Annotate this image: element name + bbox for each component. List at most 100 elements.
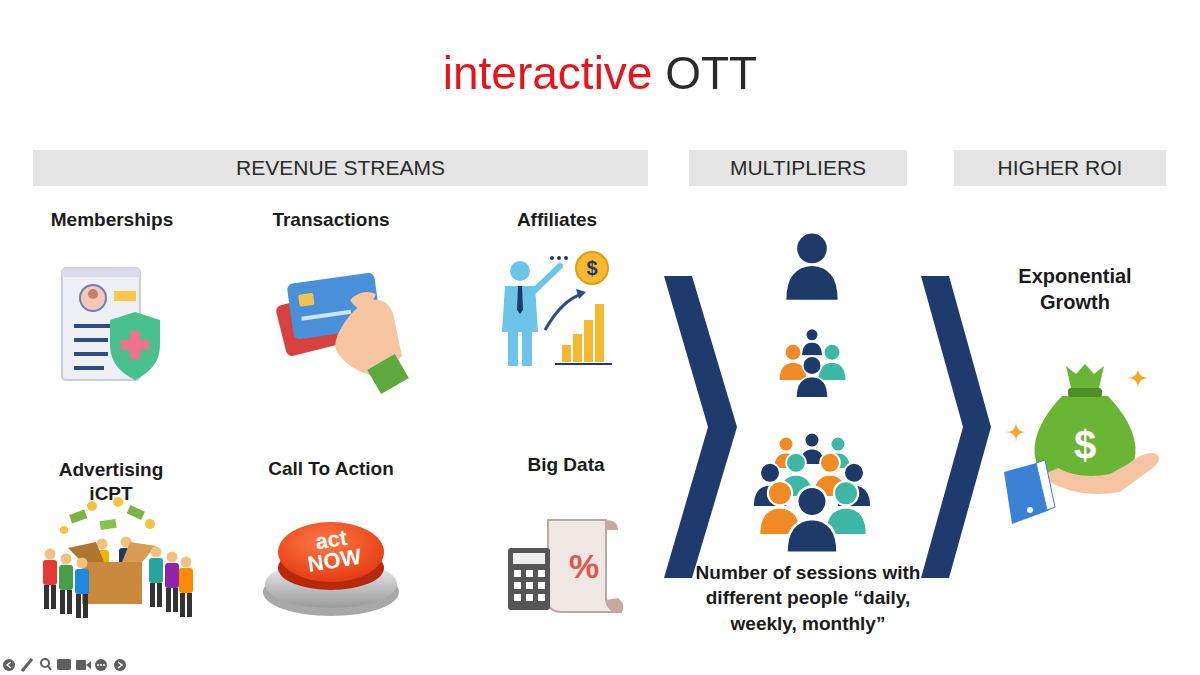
person-figure — [43, 549, 57, 610]
text-line — [74, 324, 114, 328]
card-digits — [301, 310, 351, 321]
calculator-key — [538, 594, 545, 601]
single-person-icon — [786, 234, 837, 300]
outcome-label: Exponential Growth — [990, 263, 1160, 315]
toolbar-camera — [86, 661, 91, 669]
toolbar-button — [3, 659, 15, 671]
band-heading: MULTIPLIERS — [730, 156, 866, 179]
toolbar-button — [95, 659, 107, 671]
bar — [573, 334, 582, 362]
dot — [550, 256, 554, 260]
dot — [557, 256, 561, 260]
cross-symbol — [121, 340, 149, 350]
document-fold — [62, 268, 140, 277]
calculator-key — [514, 570, 521, 577]
big-data-icon — [508, 520, 623, 612]
bar — [562, 345, 571, 362]
flow-chevron — [921, 276, 991, 578]
currency-symbol: $ — [1060, 421, 1110, 469]
section-band: MULTIPLIERS — [689, 150, 907, 186]
avatar-circle — [80, 285, 106, 311]
person-symbol — [802, 329, 823, 356]
person-figure — [59, 554, 73, 615]
band-heading: HIGHER ROI — [998, 156, 1123, 179]
person-symbol — [786, 487, 837, 553]
avatar-head — [88, 289, 98, 299]
toolbar-magnifier — [41, 659, 49, 667]
money-bag-icon — [1004, 364, 1159, 524]
slide-title: interactive OTT — [443, 47, 757, 100]
toolbar-glyph — [97, 664, 99, 666]
sparkle — [1006, 422, 1026, 442]
calculator — [508, 548, 550, 610]
id-bar — [114, 291, 136, 301]
person-symbol — [818, 344, 847, 381]
band-heading: REVENUE STREAMS — [236, 156, 445, 179]
person-leg — [522, 332, 532, 366]
bag-tie — [1068, 388, 1102, 397]
shield-symbol — [110, 312, 160, 380]
growth-arrow — [545, 294, 582, 330]
advertising-icon — [43, 497, 193, 618]
text-line — [74, 338, 108, 342]
hand-thumb — [350, 292, 376, 312]
stream-label: Affiliates — [467, 209, 647, 232]
toolbar-pencil — [22, 659, 32, 671]
person-figure — [179, 557, 193, 618]
bar — [595, 304, 604, 362]
hand-palm — [1040, 453, 1159, 494]
sheet-curl — [606, 598, 623, 612]
calculator-key — [538, 570, 545, 577]
text-line — [74, 352, 108, 356]
toolbar-glyph — [7, 662, 11, 668]
calculator-screen — [513, 553, 545, 564]
banknote — [69, 510, 87, 524]
report-sheet — [548, 520, 622, 612]
box-flap — [68, 542, 104, 562]
multiplier-caption: Number of sessions with different people… — [690, 560, 926, 636]
treasure-box — [82, 562, 142, 604]
act-now-button — [263, 522, 399, 616]
credit-card-icon — [275, 272, 409, 394]
toolbar-magnifier — [48, 666, 51, 670]
banknote — [127, 505, 145, 520]
toolbar-glyph — [100, 664, 102, 666]
calculator-key — [514, 594, 521, 601]
section-band: REVENUE STREAMS — [33, 150, 648, 186]
flow-chevron — [664, 276, 737, 578]
sleeve-cuff — [1036, 460, 1055, 510]
section-band: HIGHER ROI — [954, 150, 1166, 186]
toolbar-glyph — [103, 664, 105, 666]
person-figure — [165, 552, 179, 613]
stream-label: Call To Action — [221, 458, 441, 481]
baseline — [555, 363, 612, 365]
affiliate-icon — [502, 252, 612, 366]
calculator-key — [514, 582, 521, 589]
small-group-icon — [779, 329, 847, 398]
sleeve-cuff — [367, 354, 409, 394]
bar — [584, 320, 593, 362]
person-symbol — [796, 356, 828, 398]
banknote — [100, 519, 117, 530]
toolbar-captions — [57, 659, 71, 670]
coin — [145, 519, 155, 529]
person-arm — [533, 266, 560, 292]
calculator-key — [526, 594, 533, 601]
sleeve-button — [1027, 507, 1033, 513]
person-symbol — [786, 234, 837, 300]
person-figure — [149, 547, 163, 608]
button-top — [278, 522, 384, 582]
membership-icon — [62, 268, 160, 380]
stream-label: Advertising iCPT — [46, 458, 176, 506]
person-tie — [517, 286, 523, 314]
percent-symbol: % — [559, 546, 609, 587]
bag-top — [1066, 364, 1104, 392]
calculator-key — [526, 570, 533, 577]
coin — [60, 526, 68, 534]
person-leg — [508, 332, 518, 366]
text-line — [74, 366, 104, 370]
stream-label: Transactions — [231, 209, 431, 232]
